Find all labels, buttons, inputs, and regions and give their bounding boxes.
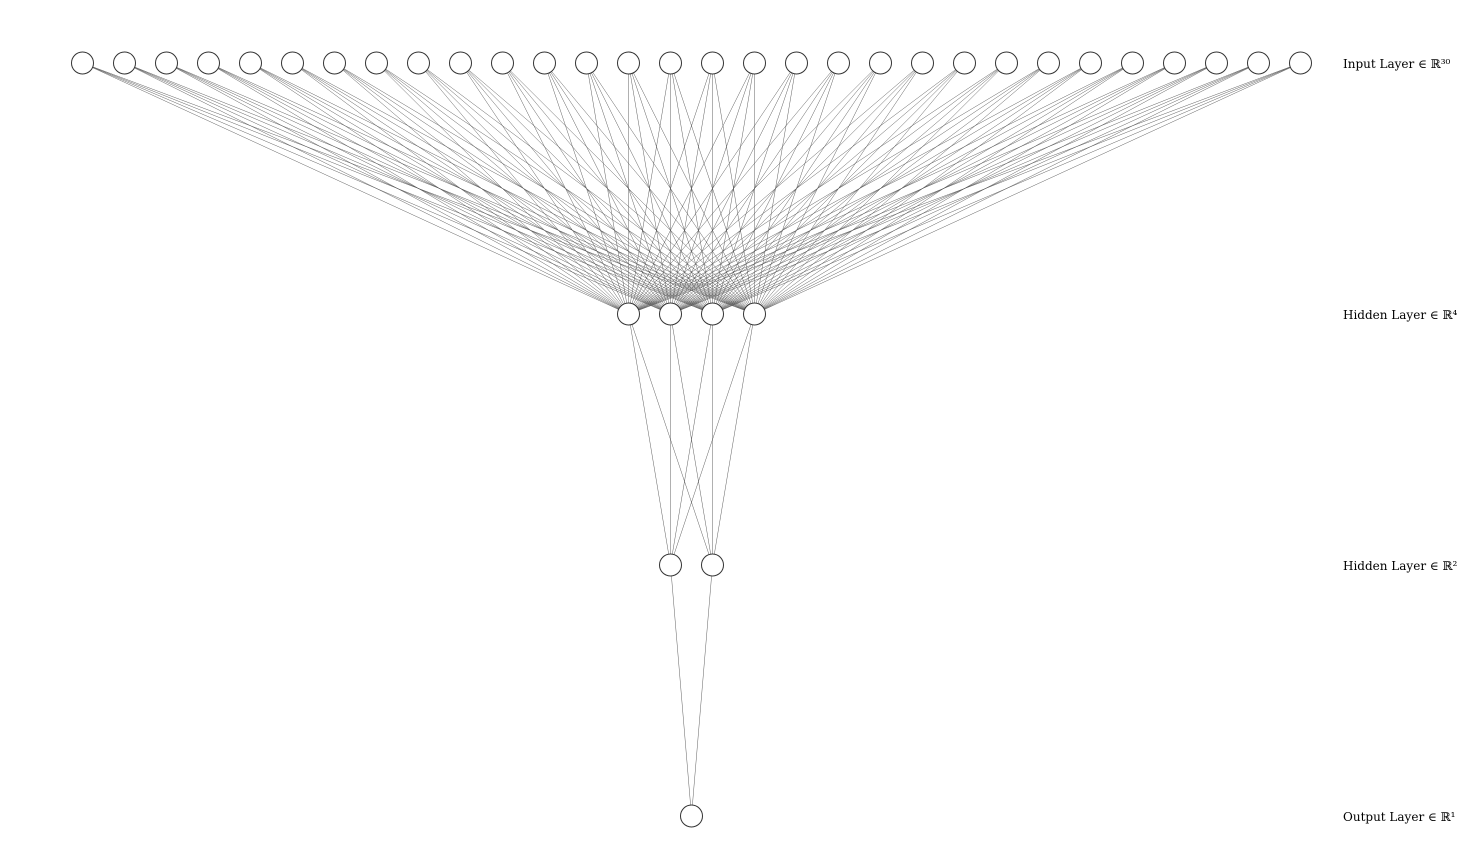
edge-input-14-to-hidden1-0 <box>628 62 671 315</box>
output-layer-label: Output Layer ∈ ℝ¹ <box>1343 810 1455 824</box>
edge-input-12-to-hidden1-0 <box>586 62 629 315</box>
edge-input-15-to-hidden1-0 <box>628 62 713 315</box>
edge-input-9-to-hidden1-0 <box>460 62 629 315</box>
edge-input-11-to-hidden1-0 <box>544 62 629 315</box>
edge-hidden1-3-to-hidden2-1 <box>712 313 755 566</box>
hidden1-neuron-3 <box>743 302 766 326</box>
edge-input-8-to-hidden1-0 <box>418 62 629 315</box>
neuron-nodes <box>71 51 1312 828</box>
edge-input-10-to-hidden1-0 <box>502 62 629 315</box>
hidden1-neuron-2 <box>701 302 724 326</box>
input-neuron-22 <box>995 51 1018 75</box>
input-layer-label: Input Layer ∈ ℝ³⁰ <box>1343 57 1451 71</box>
hidden-layer-2-label: Hidden Layer ∈ ℝ² <box>1343 559 1458 573</box>
edge-input-28-to-hidden1-0 <box>628 62 1259 315</box>
edge-input-20-to-hidden1-0 <box>628 62 923 315</box>
edge-input-3-to-hidden1-0 <box>208 62 629 315</box>
hidden1-neuron-1 <box>659 302 682 326</box>
input-neuron-9 <box>449 51 472 75</box>
edge-input-0-to-hidden1-0 <box>82 62 629 315</box>
input-neuron-18 <box>827 51 850 75</box>
edge-input-16-to-hidden1-0 <box>628 62 755 315</box>
edge-hidden1-3-to-hidden2-0 <box>670 313 755 566</box>
input-neuron-13 <box>617 51 640 75</box>
input-neuron-3 <box>197 51 220 75</box>
input-neuron-27 <box>1205 51 1228 75</box>
edge-input-1-to-hidden1-0 <box>124 62 629 315</box>
input-neuron-16 <box>743 51 766 75</box>
edge-input-5-to-hidden1-0 <box>292 62 629 315</box>
input-neuron-23 <box>1037 51 1060 75</box>
input-neuron-1 <box>113 51 136 75</box>
edge-input-21-to-hidden1-0 <box>628 62 965 315</box>
edge-input-29-to-hidden1-3 <box>754 62 1301 315</box>
edge-input-18-to-hidden1-0 <box>628 62 839 315</box>
input-neuron-2 <box>155 51 178 75</box>
edge-hidden2-1-to-output-0 <box>691 564 713 817</box>
input-neuron-21 <box>953 51 976 75</box>
input-neuron-25 <box>1121 51 1144 75</box>
edge-input-2-to-hidden1-0 <box>166 62 629 315</box>
edge-input-29-to-hidden1-2 <box>712 62 1301 315</box>
edge-hidden2-0-to-output-0 <box>670 564 692 817</box>
edge-input-26-to-hidden1-0 <box>628 62 1175 315</box>
input-neuron-29 <box>1289 51 1312 75</box>
hidden2-neuron-1 <box>701 553 724 577</box>
input-neuron-14 <box>659 51 682 75</box>
edge-input-24-to-hidden1-0 <box>628 62 1091 315</box>
edge-input-7-to-hidden1-0 <box>376 62 629 315</box>
edge-input-29-to-hidden1-1 <box>670 62 1301 315</box>
input-neuron-12 <box>575 51 598 75</box>
edge-input-22-to-hidden1-0 <box>628 62 1007 315</box>
input-neuron-15 <box>701 51 724 75</box>
input-neuron-11 <box>533 51 556 75</box>
input-neuron-7 <box>365 51 388 75</box>
input-neuron-26 <box>1163 51 1186 75</box>
hidden2-neuron-0 <box>659 553 682 577</box>
edge-hidden1-0-to-hidden2-0 <box>628 313 671 566</box>
hidden-layer-1-label: Hidden Layer ∈ ℝ⁴ <box>1343 308 1458 322</box>
edge-input-25-to-hidden1-0 <box>628 62 1133 315</box>
edge-input-29-to-hidden1-0 <box>628 62 1301 315</box>
input-neuron-19 <box>869 51 892 75</box>
input-neuron-28 <box>1247 51 1270 75</box>
connection-edges <box>82 62 1301 817</box>
input-neuron-5 <box>281 51 304 75</box>
edge-input-27-to-hidden1-0 <box>628 62 1217 315</box>
edge-input-6-to-hidden1-0 <box>334 62 629 315</box>
hidden1-neuron-0 <box>617 302 640 326</box>
edge-input-4-to-hidden1-0 <box>250 62 629 315</box>
input-neuron-6 <box>323 51 346 75</box>
edge-hidden1-2-to-hidden2-0 <box>670 313 713 566</box>
input-neuron-17 <box>785 51 808 75</box>
edge-input-23-to-hidden1-0 <box>628 62 1049 315</box>
output-neuron-0 <box>680 804 703 828</box>
input-neuron-20 <box>911 51 934 75</box>
input-neuron-4 <box>239 51 262 75</box>
edge-input-19-to-hidden1-0 <box>628 62 881 315</box>
layer-labels: Input Layer ∈ ℝ³⁰ Hidden Layer ∈ ℝ⁴ Hidd… <box>1343 57 1458 824</box>
input-neuron-8 <box>407 51 430 75</box>
input-neuron-24 <box>1079 51 1102 75</box>
input-neuron-0 <box>71 51 94 75</box>
input-neuron-10 <box>491 51 514 75</box>
edge-input-17-to-hidden1-0 <box>628 62 797 315</box>
